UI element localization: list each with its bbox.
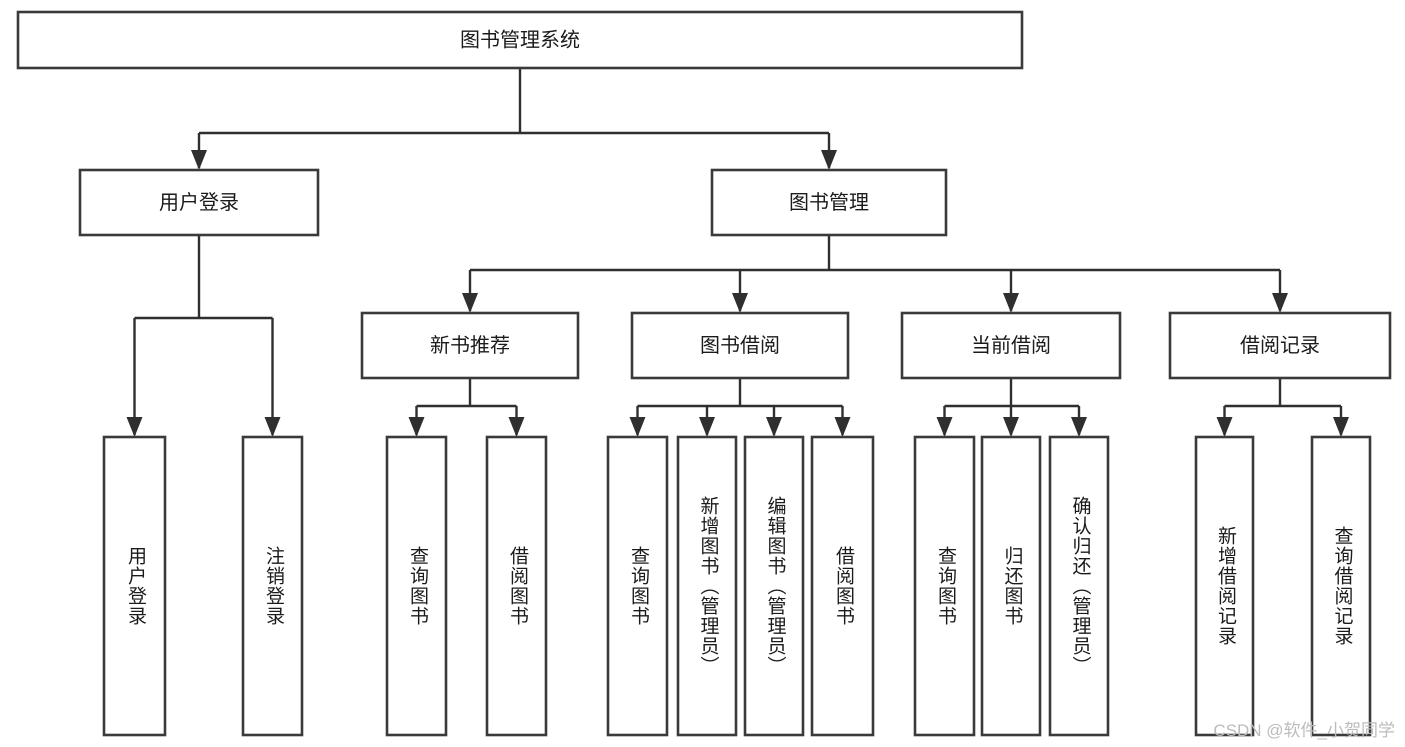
node-level3-2-box	[900, 311, 1122, 380]
node-leaf-1[interactable]: 注销登录	[241, 435, 304, 737]
node-leaf-11-box	[1194, 435, 1255, 737]
node-leaf-0[interactable]: 用户登录	[102, 435, 167, 737]
node-leaf-2-label: 查询图书	[407, 546, 429, 626]
arrow-l3-3-0	[1216, 417, 1233, 437]
node-level2-0-label: 用户登录	[159, 191, 239, 214]
node-level3-1-box	[630, 311, 850, 380]
arrow-root-1	[821, 150, 837, 170]
arrow-bookmgmt-2	[1003, 293, 1019, 313]
node-leaf-7[interactable]: 借阅图书	[810, 435, 875, 737]
arrow-l3-1-2	[766, 417, 782, 437]
node-level3-2-label: 当前借阅	[971, 334, 1051, 357]
node-level3-1-label: 图书借阅	[700, 334, 780, 357]
node-leaf-5-box	[676, 435, 738, 737]
node-level3-0[interactable]: 新书推荐	[360, 311, 580, 380]
arrow-userlogin-0	[126, 417, 143, 437]
node-level2-1-label: 图书管理	[789, 191, 869, 214]
node-leaf-10[interactable]: 确认归还（管理员）	[1048, 435, 1110, 737]
node-leaf-8[interactable]: 查询图书	[913, 435, 976, 737]
node-leaf-2-box	[385, 435, 448, 737]
arrow-l3-2-1	[1003, 417, 1019, 437]
arrow-bookmgmt-1	[732, 293, 748, 313]
node-leaf-5-label: 新增图书（管理员）	[698, 496, 720, 676]
node-leaf-0-label: 用户登录	[125, 546, 147, 626]
node-level3-1[interactable]: 图书借阅	[630, 311, 850, 380]
node-leaf-11-label: 新增借阅记录	[1215, 526, 1237, 646]
node-root-book-management-system-label: 图书管理系统	[460, 28, 580, 51]
node-leaf-1-box	[241, 435, 304, 737]
node-level3-3-label: 借阅记录	[1240, 334, 1320, 357]
arrow-l3-0-1	[508, 417, 525, 437]
node-level2-0-box	[78, 168, 320, 237]
node-leaf-8-box	[913, 435, 976, 737]
node-leaf-9-label: 归还图书	[1002, 546, 1024, 626]
arrow-root-0	[191, 150, 207, 170]
node-leaf-9[interactable]: 归还图书	[980, 435, 1042, 737]
node-leaf-2[interactable]: 查询图书	[385, 435, 448, 737]
arrow-l3-2-0	[936, 417, 953, 437]
node-leaf-4[interactable]: 查询图书	[606, 435, 669, 737]
node-leaf-9-box	[980, 435, 1042, 737]
node-leaf-7-box	[810, 435, 875, 737]
node-level3-0-label: 新书推荐	[430, 334, 510, 357]
node-leaf-3-box	[485, 435, 548, 737]
node-root-book-management-system[interactable]: 图书管理系统	[16, 10, 1024, 70]
csdn-watermark: CSDN @软件_小贺同学	[1213, 721, 1395, 740]
node-level3-2[interactable]: 当前借阅	[900, 311, 1122, 380]
node-leaf-12[interactable]: 查询借阅记录	[1310, 435, 1372, 737]
node-leaf-3[interactable]: 借阅图书	[485, 435, 548, 737]
node-level2-0[interactable]: 用户登录	[78, 168, 320, 237]
node-level2-1[interactable]: 图书管理	[710, 168, 948, 237]
arrow-bookmgmt-3	[1272, 293, 1288, 313]
connector-layer	[126, 68, 1349, 437]
node-level3-3[interactable]: 借阅记录	[1168, 311, 1392, 380]
node-leaf-4-box	[606, 435, 669, 737]
node-leaf-10-label: 确认归还（管理员）	[1070, 496, 1092, 676]
node-level3-3-box	[1168, 311, 1392, 380]
node-leaf-12-box	[1310, 435, 1372, 737]
node-leaf-4-label: 查询图书	[628, 546, 650, 626]
arrow-l3-3-1	[1333, 417, 1349, 437]
arrow-l3-2-2	[1071, 417, 1087, 437]
node-leaf-7-label: 借阅图书	[833, 546, 855, 626]
node-level2-1-box	[710, 168, 948, 237]
arrow-bookmgmt-0	[462, 293, 478, 313]
arrow-l3-1-0	[629, 417, 646, 437]
node-leaf-6[interactable]: 编辑图书（管理员）	[743, 435, 805, 737]
node-leaf-0-box	[102, 435, 167, 737]
node-leaf-6-label: 编辑图书（管理员）	[765, 496, 787, 676]
node-leaf-12-label: 查询借阅记录	[1332, 526, 1354, 646]
arrow-l3-0-0	[408, 417, 425, 437]
node-leaf-6-box	[743, 435, 805, 737]
node-layer: 图书管理系统用户登录图书管理新书推荐图书借阅当前借阅借阅记录用户登录注销登录查询…	[16, 10, 1392, 737]
node-leaf-11[interactable]: 新增借阅记录	[1194, 435, 1255, 737]
node-leaf-8-label: 查询图书	[935, 546, 957, 626]
node-leaf-5[interactable]: 新增图书（管理员）	[676, 435, 738, 737]
arrow-l3-1-1	[699, 417, 715, 437]
arrow-userlogin-1	[264, 417, 281, 437]
node-leaf-3-label: 借阅图书	[507, 546, 529, 626]
node-level3-0-box	[360, 311, 580, 380]
node-leaf-10-box	[1048, 435, 1110, 737]
node-root-book-management-system-box	[16, 10, 1024, 70]
node-leaf-1-label: 注销登录	[263, 546, 285, 626]
arrow-l3-1-3	[834, 417, 851, 437]
